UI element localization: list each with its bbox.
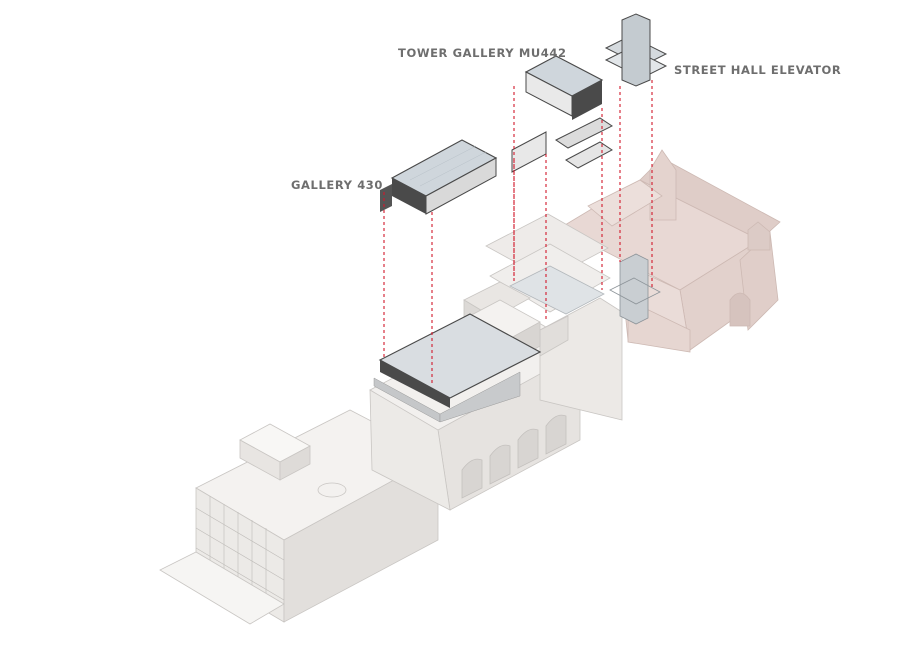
gallery-430-installed: [373, 313, 542, 423]
street-hall-elevator-label: STREET HALL ELEVATOR: [674, 63, 842, 77]
gallery-430-label: GALLERY 430: [291, 178, 384, 192]
tower-gallery-module: [524, 55, 613, 169]
church-building: [559, 149, 781, 353]
tower-module-installed: [509, 265, 605, 315]
elevator-module: [604, 13, 668, 87]
tower-gallery-label: TOWER GALLERY MU442: [398, 46, 567, 60]
alignment-guides: [383, 80, 653, 384]
elevator-installed: [609, 253, 661, 325]
gallery-430-module: [380, 131, 547, 215]
